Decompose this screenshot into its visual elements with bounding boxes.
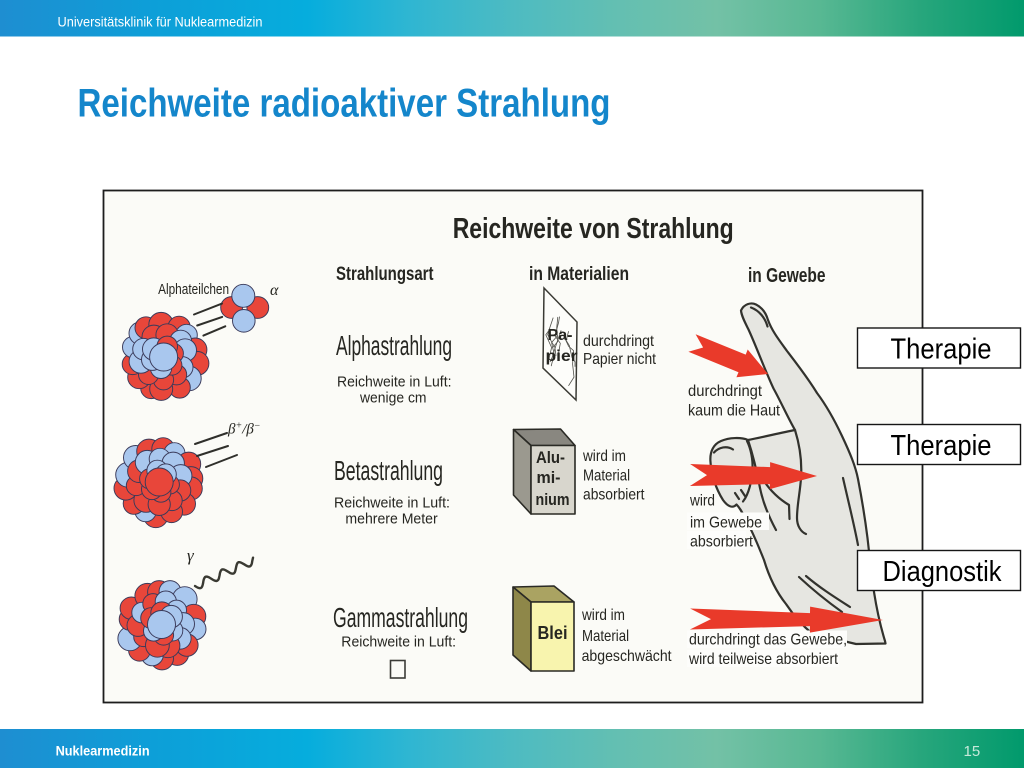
svg-text:wird im: wird im xyxy=(581,607,625,624)
svg-text:wird im: wird im xyxy=(582,448,626,465)
svg-text:Universitätsklinik für Nuklear: Universitätsklinik für Nuklearmedizin xyxy=(58,15,263,30)
svg-text:absorbiert: absorbiert xyxy=(583,487,645,504)
svg-text:kaum die Haut: kaum die Haut xyxy=(688,403,780,420)
svg-text:Reichweite von Strahlung: Reichweite von Strahlung xyxy=(453,213,734,245)
svg-text:Reichweite in Luft:: Reichweite in Luft: xyxy=(334,495,450,512)
svg-text:durchdringt: durchdringt xyxy=(583,333,654,350)
svg-text:Pa-: Pa- xyxy=(548,327,573,344)
svg-text:Reichweite radioaktiver Strahl: Reichweite radioaktiver Strahlung xyxy=(78,82,611,126)
svg-text:pier: pier xyxy=(546,348,578,365)
svg-text:Gammastrahlung: Gammastrahlung xyxy=(333,602,468,633)
svg-text:Material: Material xyxy=(582,628,629,645)
svg-text:Material: Material xyxy=(583,468,630,485)
svg-text:mi-: mi- xyxy=(537,469,561,487)
svg-text:Reichweite in Luft:: Reichweite in Luft: xyxy=(341,633,456,650)
svg-text:15: 15 xyxy=(964,743,981,760)
svg-text:nium: nium xyxy=(536,491,570,509)
svg-text:α: α xyxy=(270,282,279,299)
svg-text:Therapie: Therapie xyxy=(891,430,992,462)
svg-text:Blei: Blei xyxy=(538,623,568,643)
svg-text:absorbiert: absorbiert xyxy=(690,534,753,551)
svg-text:β+/β−: β+/β− xyxy=(227,421,261,438)
svg-text:Strahlungsart: Strahlungsart xyxy=(336,264,434,285)
svg-text:Reichweite in Luft:: Reichweite in Luft: xyxy=(337,374,452,391)
svg-text:γ: γ xyxy=(187,546,195,565)
svg-text:Alphastrahlung: Alphastrahlung xyxy=(336,330,452,361)
svg-text:in Materialien: in Materialien xyxy=(529,264,629,285)
svg-text:mehrere Meter: mehrere Meter xyxy=(345,511,437,528)
svg-text:Nuklearmedizin: Nuklearmedizin xyxy=(56,744,150,759)
svg-text:wird: wird xyxy=(689,493,715,510)
svg-text:Diagnostik: Diagnostik xyxy=(883,556,1002,588)
svg-text:wird teilweise absorbiert: wird teilweise absorbiert xyxy=(688,651,838,668)
svg-text:abgeschwächt: abgeschwächt xyxy=(582,648,672,665)
svg-text:in Gewebe: in Gewebe xyxy=(748,265,826,287)
svg-text:durchdringt: durchdringt xyxy=(688,383,763,400)
svg-text:durchdringt das Gewebe,: durchdringt das Gewebe, xyxy=(689,631,847,648)
svg-text:Alu-: Alu- xyxy=(536,449,565,467)
svg-text:Alphateilchen: Alphateilchen xyxy=(158,281,229,298)
svg-text:im Gewebe: im Gewebe xyxy=(690,515,762,532)
svg-text:Papier nicht: Papier nicht xyxy=(583,351,656,368)
svg-text:Therapie: Therapie xyxy=(891,334,992,366)
svg-text:Betastrahlung: Betastrahlung xyxy=(334,455,443,486)
svg-text:wenige cm: wenige cm xyxy=(359,390,426,407)
